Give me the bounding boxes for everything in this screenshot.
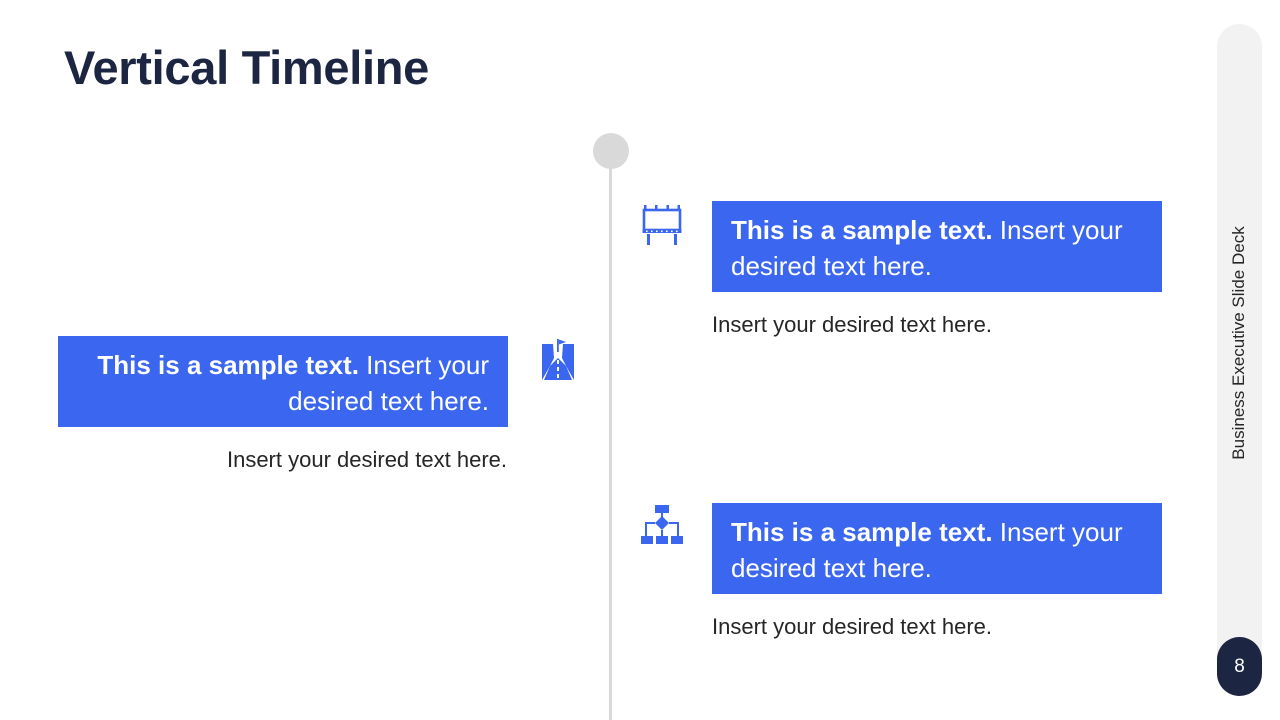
timeline-item-box: This is a sample text. Insert your desir… [712, 201, 1162, 292]
side-panel [1217, 24, 1262, 696]
item-text: Insert your desired text here. [731, 215, 1123, 281]
item-heading: This is a sample text. [731, 215, 993, 245]
deck-label: Business Executive Slide Deck [1229, 226, 1248, 460]
flowchart-icon [640, 503, 684, 547]
slide-title: Vertical Timeline [64, 41, 430, 94]
timeline-item-box: This is a sample text. Insert your desir… [58, 336, 508, 427]
timeline-item-box: This is a sample text. Insert your desir… [712, 503, 1162, 594]
item-text: Insert your desired text here. [288, 350, 489, 416]
item-heading: This is a sample text. [731, 517, 993, 547]
timeline-start-dot [593, 133, 629, 169]
item-text: Insert your desired text here. [731, 517, 1123, 583]
page-number-badge: 8 [1217, 637, 1262, 696]
road-flag-icon [536, 338, 580, 382]
timeline-line [609, 150, 612, 720]
item-subtext: Insert your desired text here. [226, 447, 507, 472]
billboard-icon [640, 203, 684, 247]
page-number: 8 [1234, 655, 1245, 677]
item-heading: This is a sample text. [97, 350, 359, 380]
item-subtext: Insert your desired text here. [712, 614, 993, 639]
item-subtext: Insert your desired text here. [712, 312, 993, 337]
